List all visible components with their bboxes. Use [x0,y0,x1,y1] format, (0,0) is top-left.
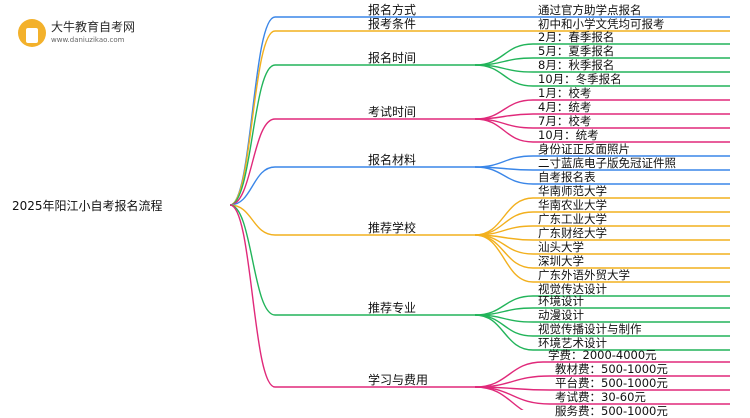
branch-connector [229,30,475,206]
leaf-connector [474,307,730,316]
branch-connector [229,204,475,236]
leaf-label: 5月：夏季报名 [538,44,615,58]
category-label: 学习与费用 [368,373,429,387]
leaf-label: 汕头大学 [538,240,584,254]
leaf-label: 环境设计 [538,294,584,308]
leaf-label: 10月：冬季报名 [538,72,622,86]
leaf-label: 环境艺术设计 [538,336,607,350]
branch-connector [229,118,475,206]
root-topic: 2025年阳江小自考报名流程 [12,199,163,213]
branch-connector [229,204,475,388]
leaf-label: 教材费：500-1000元 [555,362,668,376]
leaf-connector [474,386,524,410]
leaf-connector [474,118,730,129]
book-icon [18,19,46,47]
leaf-label: 8月：秋季报名 [538,58,615,72]
leaf-connector [474,118,730,143]
leaf-label: 7月：校考 [538,114,592,128]
leaf-label: 考试费：30-60元 [555,390,646,404]
leaf-label: 初中和小学文凭均可报考 [538,17,665,31]
leaf-connector [474,64,730,87]
category-label: 考试时间 [368,105,417,119]
category-label: 推荐学校 [368,221,417,235]
branch-connector [229,166,475,206]
leaf-label: 广东外语外贸大学 [538,268,630,282]
branch-connector [229,204,475,316]
leaf-label: 10月：统考 [538,128,599,142]
leaf-label: 华南农业大学 [538,198,607,212]
leaf-label: 身份证正反面照片 [538,142,630,156]
leaf-label: 广东工业大学 [538,212,607,226]
leaf-label: 华南师范大学 [538,184,607,198]
leaf-label: 2月：春季报名 [538,30,615,44]
leaf-connector [474,99,730,120]
category-label: 报名时间 [368,51,417,65]
leaf-connector [474,234,730,283]
leaf-connector [474,113,730,120]
logo-title: 大牛教育自考网 [51,20,136,34]
leaf-label: 二寸蓝底电子版免冠证件照 [538,156,676,170]
leaf-label: 4月：统考 [538,100,592,114]
branch-connector [229,16,475,206]
site-logo[interactable]: 大牛教育自考网 www.daniuzikao.com [18,16,135,50]
leaf-label: 学费：2000-4000元 [548,348,657,362]
leaf-connector [474,314,730,351]
leaf-label: 动漫设计 [538,308,584,322]
leaf-label: 广东财经大学 [538,226,607,240]
branch-connector [229,64,475,206]
leaf-label: 1月：校考 [538,86,592,100]
leaf-label: 通过官方助学点报名 [538,3,642,17]
leaf-label: 平台费：500-1000元 [555,376,668,390]
category-label: 报名材料 [368,153,417,167]
leaf-connector [474,166,730,185]
leaf-connector [474,295,730,316]
leaf-label: 视觉传播设计与制作 [538,322,642,336]
category-label: 报考条件 [368,17,417,31]
category-label: 推荐专业 [368,301,417,315]
leaf-label: 深圳大学 [538,254,584,268]
leaf-label: 自考报名表 [538,170,596,184]
leaf-label: 视觉传达设计 [538,282,607,296]
category-label: 报名方式 [368,3,417,17]
leaf-label: 服务费：500-1000元 [555,404,668,418]
leaf-connector [474,314,730,323]
logo-url: www.daniuzikao.com [51,36,125,44]
